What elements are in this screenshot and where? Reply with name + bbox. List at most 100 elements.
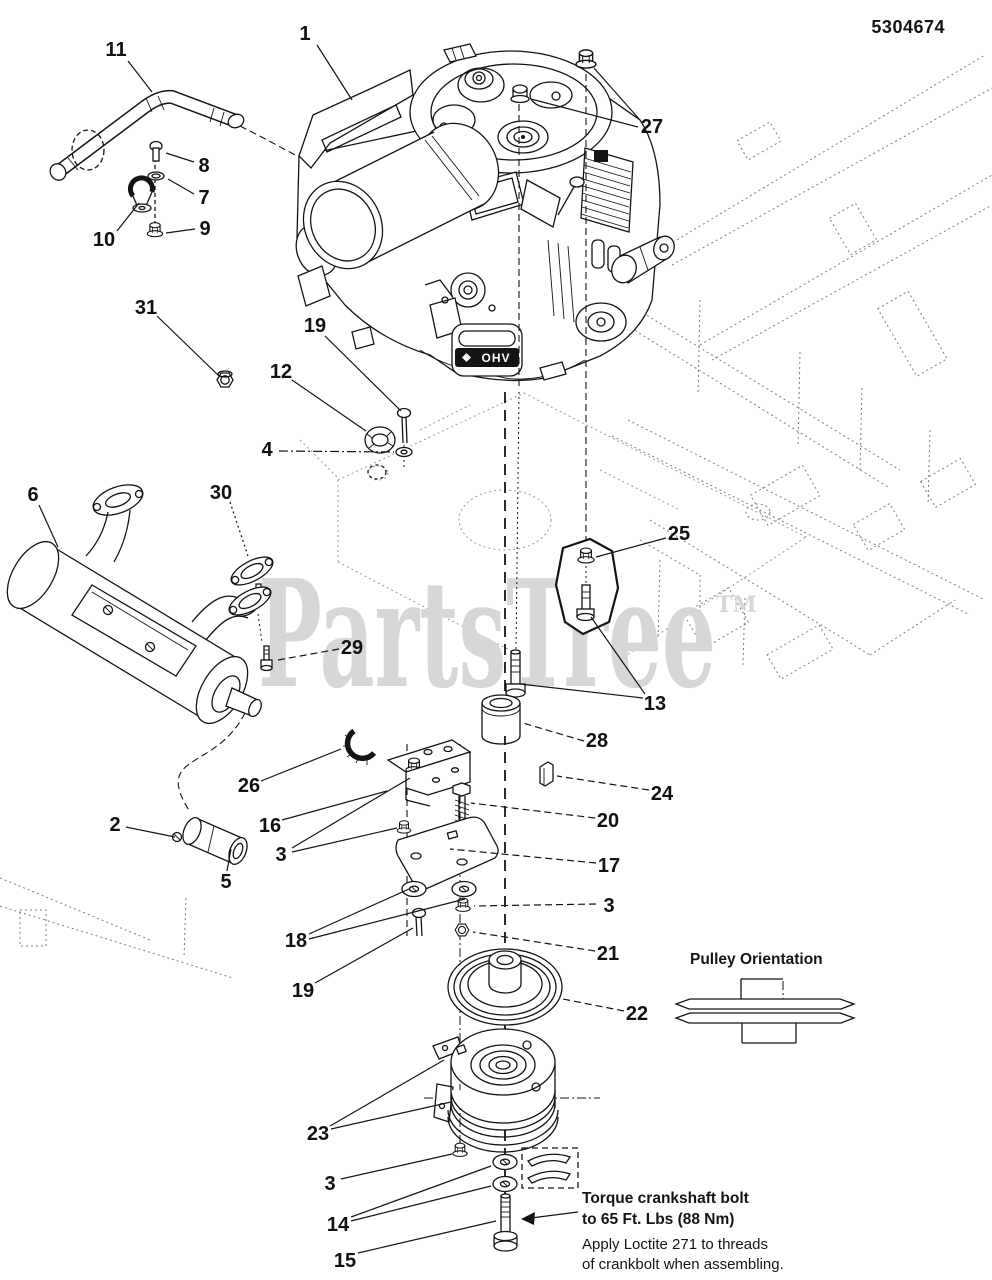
callout-leader-16 bbox=[281, 790, 388, 821]
callout-6: 6 bbox=[27, 484, 38, 506]
callout-23: 23 bbox=[307, 1123, 329, 1145]
callout-leader-8 bbox=[165, 152, 195, 163]
callout-17: 17 bbox=[598, 855, 620, 877]
callout-leader-18 bbox=[308, 888, 410, 935]
callout-leader-4 bbox=[278, 450, 395, 453]
callout-leader-2 bbox=[125, 826, 176, 838]
callout-leader-13 bbox=[519, 683, 644, 699]
callout-leader-3 bbox=[340, 1153, 453, 1180]
callout-leader-21 bbox=[472, 931, 596, 952]
callout-leader-12 bbox=[291, 379, 367, 432]
callout-leader-3 bbox=[291, 827, 398, 853]
callout-leader-3 bbox=[473, 903, 597, 907]
engine-deck bbox=[299, 392, 807, 661]
callout-29: 29 bbox=[341, 637, 363, 659]
spacer-and-key bbox=[481, 694, 554, 787]
torque-note-line3: Apply Loctite 271 to threads bbox=[582, 1236, 768, 1253]
callout-leader-19 bbox=[324, 335, 402, 412]
inset-title: Pulley Orientation bbox=[690, 951, 823, 968]
pulley-orientation-inset bbox=[674, 978, 856, 1044]
torque-note-line1: Torque crankshaft bolt bbox=[582, 1190, 749, 1207]
callout-leader-19 bbox=[314, 927, 414, 984]
callout-8: 8 bbox=[198, 155, 209, 177]
callout-leader-26 bbox=[260, 748, 342, 782]
callout-leader-10 bbox=[116, 202, 140, 232]
watermark-tm: TM bbox=[716, 592, 757, 618]
callout-leader-15 bbox=[357, 1220, 497, 1254]
callout-leader-30 bbox=[229, 501, 249, 557]
callout-leader-27 bbox=[593, 67, 641, 121]
deck-hardware bbox=[216, 370, 413, 458]
callout-leader-31 bbox=[156, 315, 220, 377]
callout-22: 22 bbox=[626, 1003, 648, 1025]
callout-leader-3 bbox=[291, 777, 411, 849]
callout-25: 25 bbox=[668, 523, 690, 545]
callout-26: 26 bbox=[238, 775, 260, 797]
lower-fasteners bbox=[452, 1142, 579, 1252]
torque-note-line2: to 65 Ft. Lbs (88 Nm) bbox=[582, 1211, 735, 1228]
watermark-text: PartsTree bbox=[258, 547, 716, 721]
crankshaft-pulley bbox=[447, 948, 563, 1026]
engine-assembly: OHV bbox=[295, 43, 675, 382]
callout-9: 9 bbox=[199, 218, 210, 240]
torque-note-line4: of crankbolt when assembling. bbox=[582, 1256, 784, 1273]
callout-leader-14 bbox=[350, 1185, 492, 1222]
callout-27: 27 bbox=[641, 116, 663, 138]
callout-10: 10 bbox=[93, 229, 115, 251]
callout-19: 19 bbox=[292, 980, 314, 1002]
callout-leader-24 bbox=[556, 775, 650, 791]
callout-31: 31 bbox=[135, 297, 157, 319]
tail-pipe bbox=[171, 817, 248, 865]
callout-2: 2 bbox=[109, 814, 120, 836]
callout-14: 14 bbox=[327, 1214, 350, 1236]
callout-leader-7 bbox=[167, 178, 195, 195]
callout-3: 3 bbox=[603, 895, 614, 917]
callout-13: 13 bbox=[644, 693, 666, 715]
callout-4: 4 bbox=[261, 439, 273, 461]
electric-clutch bbox=[432, 1028, 559, 1153]
callout-leader-22 bbox=[562, 998, 625, 1012]
callout-5: 5 bbox=[220, 871, 231, 893]
callout-12: 12 bbox=[270, 361, 292, 383]
callout-11: 11 bbox=[105, 39, 126, 61]
callout-20: 20 bbox=[597, 810, 619, 832]
callout-21: 21 bbox=[597, 943, 619, 965]
callout-3: 3 bbox=[275, 844, 286, 866]
callout-16: 16 bbox=[259, 815, 281, 837]
callout-19: 19 bbox=[304, 315, 326, 337]
callout-leader-17 bbox=[449, 848, 597, 864]
callout-leader-1 bbox=[316, 44, 353, 101]
callout-15: 15 bbox=[334, 1250, 356, 1272]
callout-leader-27 bbox=[530, 98, 639, 128]
callout-leader-28 bbox=[522, 722, 585, 742]
callout-7: 7 bbox=[198, 187, 209, 209]
torque-arrow bbox=[521, 1211, 579, 1225]
torque-note: Torque crankshaft bolt to 65 Ft. Lbs (88… bbox=[582, 1188, 822, 1275]
callout-leader-23 bbox=[330, 1101, 452, 1130]
callout-3: 3 bbox=[324, 1173, 335, 1195]
callout-24: 24 bbox=[651, 783, 674, 805]
callout-leader-9 bbox=[165, 228, 196, 234]
engine-badge: OHV bbox=[481, 351, 510, 365]
callout-leader-13 bbox=[590, 616, 646, 695]
callout-leader-6 bbox=[38, 504, 59, 548]
callout-leader-5 bbox=[226, 848, 232, 872]
callout-leader-14 bbox=[350, 1165, 492, 1218]
callout-leader-25 bbox=[595, 537, 667, 558]
callout-18: 18 bbox=[285, 930, 307, 952]
callout-leader-18 bbox=[308, 898, 466, 940]
muffler bbox=[6, 484, 262, 724]
watermark: PartsTree TM bbox=[258, 547, 757, 721]
isolator-plate bbox=[505, 537, 620, 698]
muffler-guard-tube bbox=[49, 89, 333, 238]
callout-1: 1 bbox=[299, 23, 310, 45]
exhaust-gaskets bbox=[228, 556, 274, 672]
callout-leader-11 bbox=[127, 60, 153, 93]
callout-30: 30 bbox=[210, 482, 232, 504]
callout-leader-23 bbox=[329, 1059, 445, 1127]
callout-leader-20 bbox=[470, 802, 596, 819]
bracket-stack bbox=[343, 728, 499, 937]
